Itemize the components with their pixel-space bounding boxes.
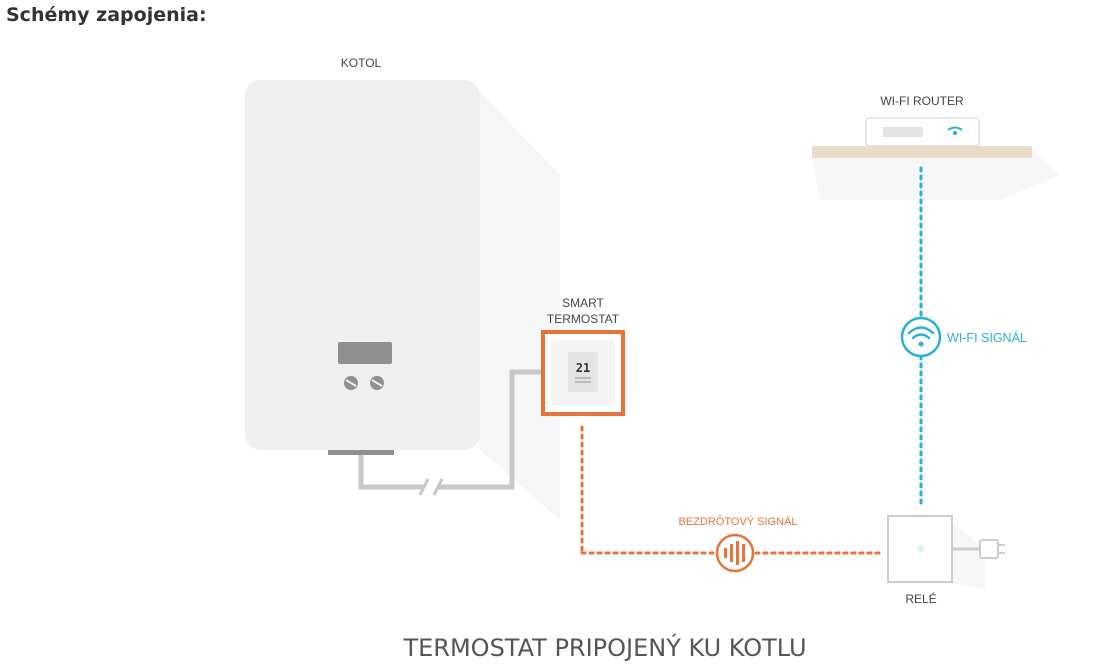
thermostat-label-line1: SMART: [562, 296, 604, 310]
wifi-signal-icon: [900, 316, 942, 358]
boiler-display: [338, 342, 392, 364]
boiler: [245, 80, 480, 455]
thermostat-display: 21: [576, 361, 590, 375]
router-label: WI-FI ROUTER: [880, 94, 964, 108]
power-plug: [979, 539, 999, 559]
router-shelf-shadow: [812, 150, 1060, 200]
relay-shadow: [950, 520, 985, 590]
router-shelf: [812, 146, 1032, 158]
boiler-thermostat-wire: [358, 369, 543, 490]
wireless-signal-label: BEZDRÔTOVÝ SIGNÁL: [679, 515, 798, 528]
diagram-caption: TERMOSTAT PRIPOJENÝ KU KOTLU: [402, 633, 806, 662]
boiler-label: KOTOL: [341, 56, 382, 70]
wifi-signal-label: WI-FI SIGNÁL: [947, 330, 1027, 345]
smart-thermostat: 21: [541, 330, 625, 416]
relay-label: RELÉ: [905, 591, 936, 606]
wire-break-mark: [418, 478, 430, 496]
section-heading: Schémy zapojenia:: [6, 4, 207, 26]
relay: [887, 515, 1005, 583]
wireless-signal-icon: [715, 533, 755, 573]
thermostat-label-line2: TERMOSTAT: [547, 312, 620, 326]
wifi-router: [865, 117, 980, 147]
boiler-bottom-bracket: [328, 450, 394, 455]
boiler-shadow: [478, 90, 560, 520]
boiler-body: [245, 80, 480, 450]
